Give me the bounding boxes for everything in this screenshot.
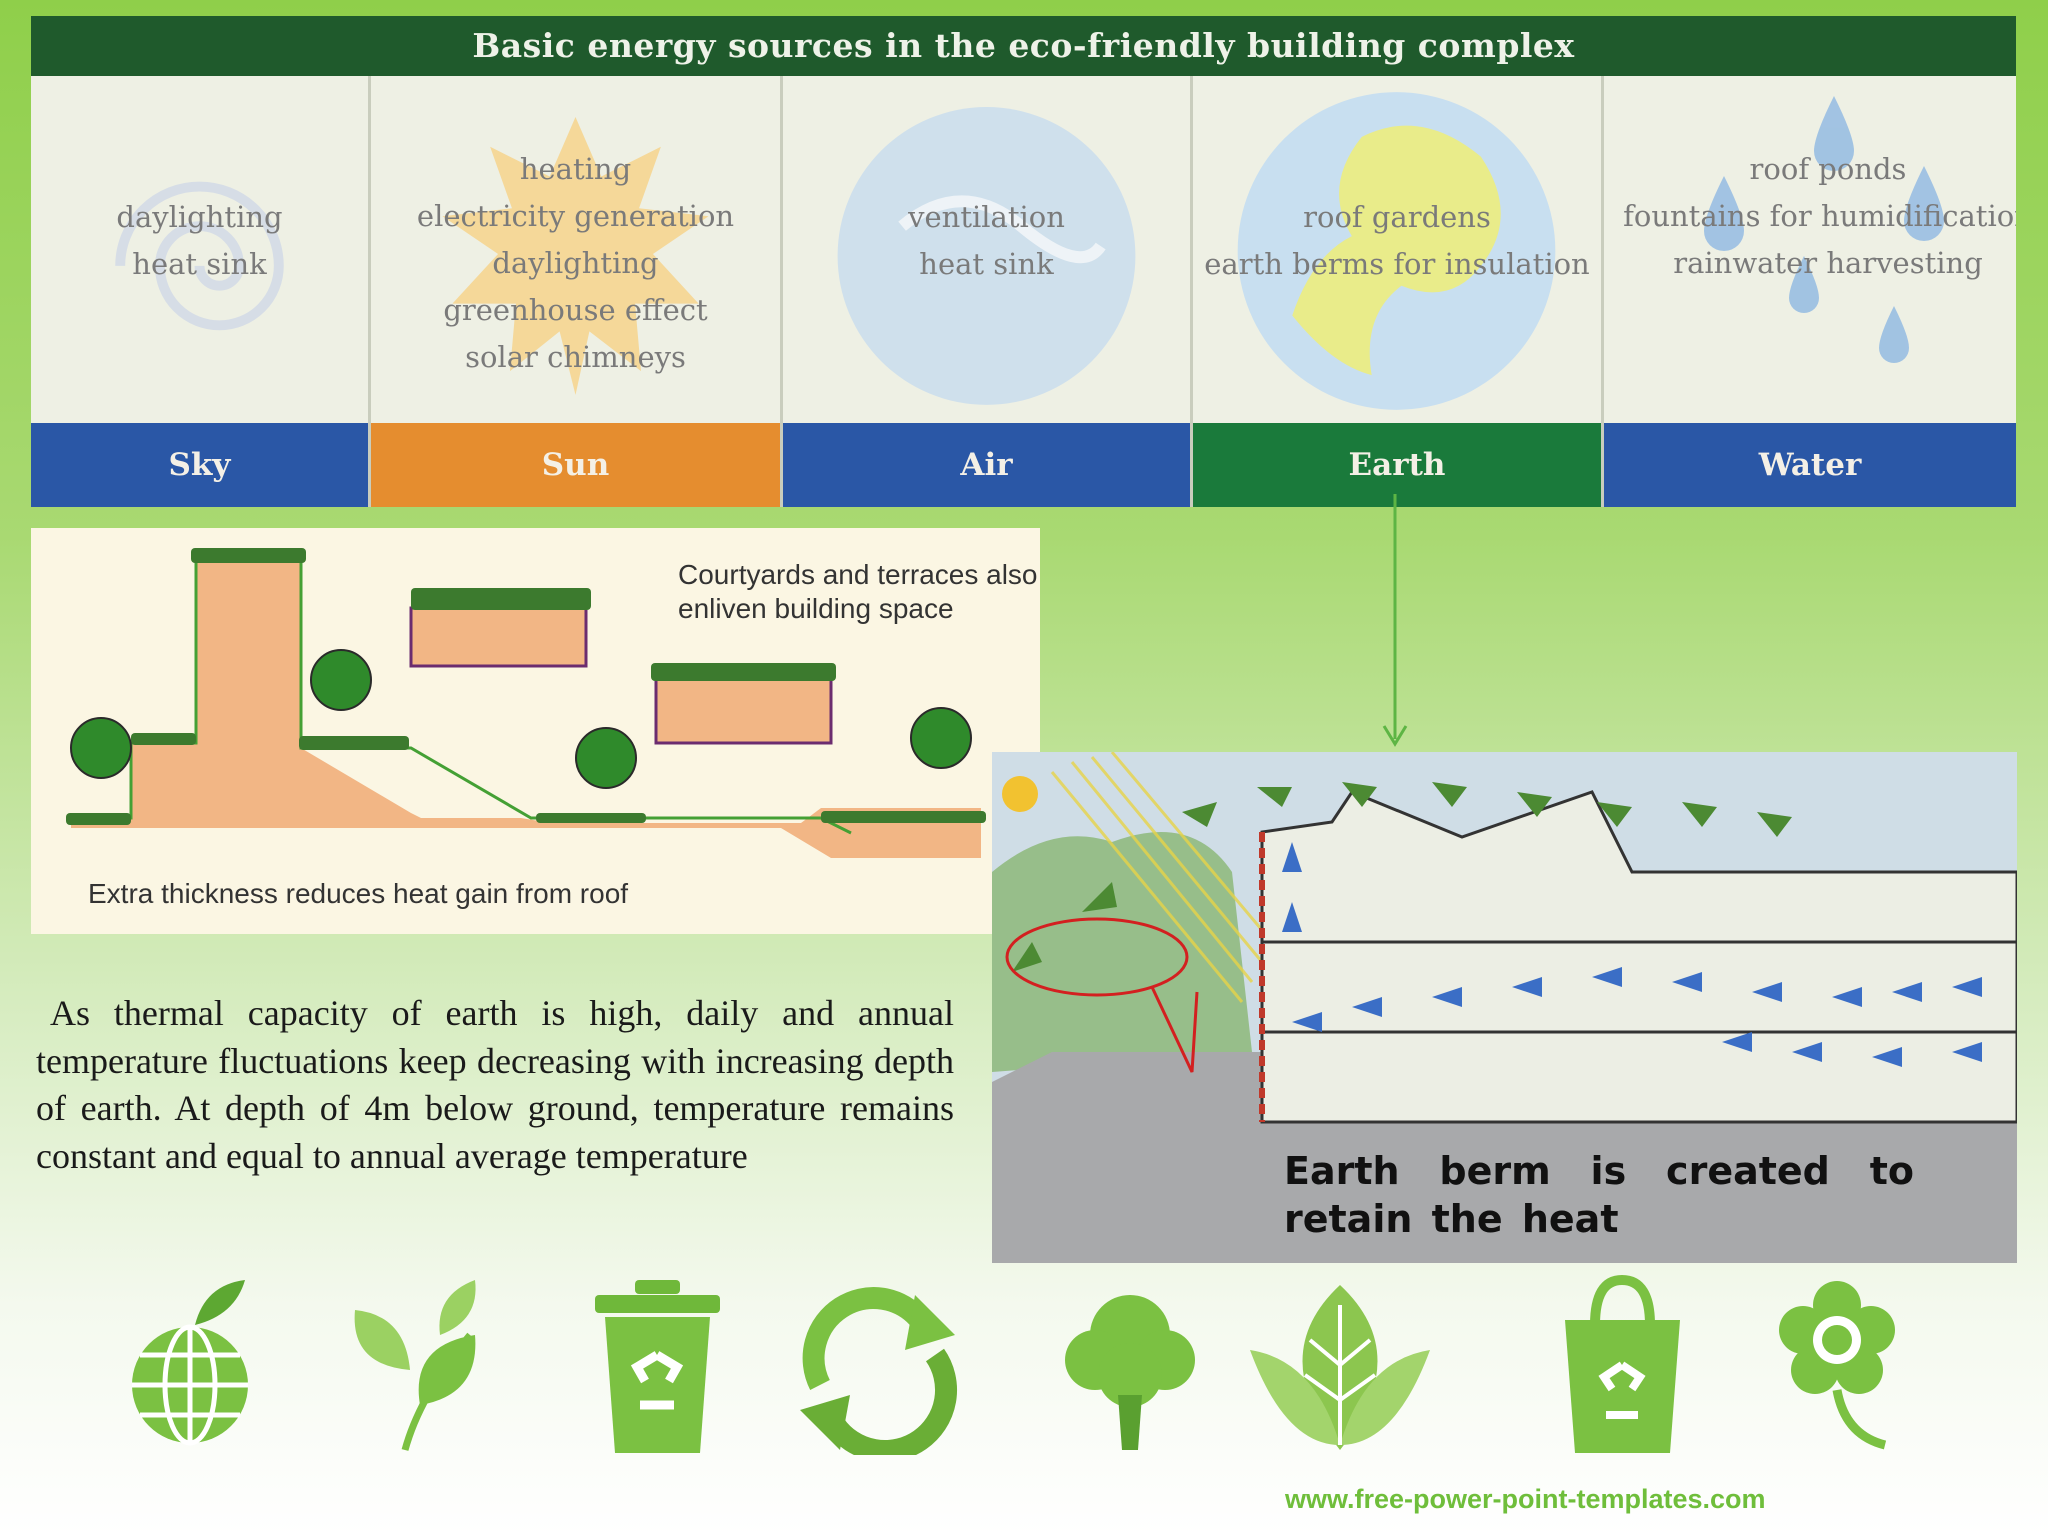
connector-arrow — [1382, 494, 1408, 747]
sky-line: daylighting — [116, 200, 283, 234]
column-water: roof ponds fountains for humidification … — [1604, 76, 2016, 507]
column-earth: roof gardens earth berms for insulation … — [1193, 76, 1604, 507]
sun-line: heating — [519, 152, 632, 186]
earth-berm-caption: Earth berm is created to retain the heat — [1284, 1149, 1914, 1241]
air-line: heat sink — [919, 247, 1054, 281]
terrace-section-drawing — [66, 548, 986, 858]
terrace-caption: Extra thickness reduces heat gain from r… — [88, 878, 629, 909]
sun-line: greenhouse effect — [443, 293, 708, 327]
flower-icon — [1779, 1281, 1895, 1450]
column-sun: heating electricity generation daylighti… — [371, 76, 783, 507]
sun-line: solar chimneys — [465, 340, 686, 374]
energy-sources-banner: Basic energy sources in the eco-friendly… — [31, 16, 2016, 507]
building-section-drawing — [992, 752, 2017, 1263]
swirl-icon — [115, 181, 284, 331]
column-sky: daylighting heat sink Sky — [31, 76, 371, 507]
water-drops-icon — [1704, 96, 1944, 363]
leaves-icon — [354, 1280, 476, 1451]
water-line: roof ponds — [1749, 152, 1907, 186]
label-earth: Earth — [1193, 423, 1601, 507]
water-line: rainwater harvesting — [1673, 246, 1983, 280]
recycle-bin-icon — [595, 1280, 720, 1453]
sun-line: electricity generation — [416, 199, 735, 233]
sky-line: heat sink — [132, 247, 267, 281]
banner-title: Basic energy sources in the eco-friendly… — [31, 16, 2016, 76]
sun-icon — [442, 116, 709, 395]
column-air: ventilation heat sink Air — [783, 76, 1193, 507]
label-air: Air — [783, 423, 1190, 507]
terrace-diagram: Courtyards and terraces also enliven bui… — [31, 528, 1040, 934]
globe-apple-icon — [132, 1280, 248, 1446]
air-line: ventilation — [908, 200, 1065, 234]
recycle-arrows-icon — [800, 1287, 958, 1455]
sun-line: daylighting — [492, 246, 659, 280]
water-line: fountains for humidification — [1623, 199, 2016, 233]
building-section-illustration — [992, 752, 2017, 1263]
leaf-icon — [1250, 1285, 1430, 1450]
air-globe-icon — [837, 107, 1136, 405]
earth-globe-icon — [1237, 92, 1556, 410]
terrace-note: Courtyards and terraces also enliven bui… — [678, 559, 1038, 624]
label-sun: Sun — [371, 423, 780, 507]
label-water: Water — [1604, 423, 2016, 507]
earth-line: roof gardens — [1303, 200, 1491, 234]
label-sky: Sky — [31, 423, 368, 507]
tree-icon — [1065, 1295, 1195, 1450]
footer-url[interactable]: www.free-power-point-templates.com — [1285, 1484, 1766, 1514]
recycle-bag-icon — [1565, 1275, 1680, 1453]
earth-thermal-paragraph: As thermal capacity of earth is high, da… — [36, 993, 954, 1176]
earth-line: earth berms for insulation — [1204, 247, 1590, 281]
